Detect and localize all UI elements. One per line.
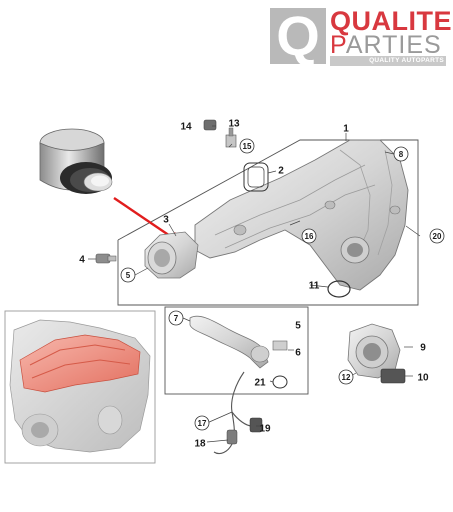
- callout-5: 5: [295, 321, 301, 332]
- callout-12: 12: [338, 369, 354, 385]
- callout-circle: [338, 369, 354, 385]
- egr-pipe-frame: [164, 306, 309, 395]
- callout-label: 17: [198, 419, 207, 428]
- gasket-2: [243, 162, 269, 192]
- logo-tagline: QUALITY AUTOPARTS: [330, 56, 446, 66]
- callout-17: 17: [194, 415, 210, 431]
- callout-label: 8: [399, 150, 404, 159]
- callout-circle: [168, 310, 184, 326]
- logo-word-bottom: PARTIES: [330, 31, 442, 60]
- callout-label: 16: [305, 232, 314, 241]
- sensor-13-14: [203, 119, 237, 148]
- egr-valve-9: [347, 323, 401, 379]
- callout-label: 20: [433, 232, 442, 241]
- callout-label: 14: [180, 122, 192, 133]
- logo-letter: Q: [276, 4, 320, 67]
- callout-6: 6: [295, 348, 301, 359]
- callout-5: 5: [120, 267, 136, 283]
- callout-label: 2: [278, 166, 284, 177]
- callout-label: 15: [243, 142, 252, 151]
- callout-label: 10: [417, 373, 429, 384]
- o-ring-11: [327, 280, 351, 298]
- callout-circle: [429, 228, 445, 244]
- callout-20: 20: [429, 228, 445, 244]
- callout-19: 19: [259, 424, 271, 435]
- callout-18: 18: [194, 439, 206, 450]
- callout-8: 8: [393, 146, 409, 162]
- callout-11: 11: [309, 281, 320, 292]
- callout-14: 14: [180, 122, 192, 133]
- callout-circle: [301, 228, 317, 244]
- callout-label: 7: [174, 314, 179, 323]
- callout-label: 11: [309, 281, 320, 292]
- plug-image: [39, 128, 113, 194]
- logo-word-bottom-rest: ARTIES: [345, 31, 442, 59]
- sensor-10: [380, 368, 406, 384]
- callout-7: 7: [168, 310, 184, 326]
- callout-16: 16: [301, 228, 317, 244]
- engine-inset-frame: [4, 310, 156, 464]
- bolt-4: [95, 253, 117, 264]
- callout-circle: [239, 138, 255, 154]
- callout-label: 1: [343, 124, 349, 135]
- gasket-21: [272, 375, 288, 389]
- callout-label: 4: [79, 255, 85, 266]
- callout-label: 12: [342, 373, 351, 382]
- callout-label: 6: [295, 348, 301, 359]
- callout-2: 2: [278, 166, 284, 177]
- sensor-cable: [213, 371, 263, 455]
- egr-pipe-7: [189, 315, 270, 369]
- callout-label: 19: [259, 424, 271, 435]
- logo-word-bottom-first: P: [330, 31, 346, 59]
- callout-4: 4: [79, 255, 85, 266]
- engine-inset: [9, 319, 151, 453]
- callout-15: 15: [239, 138, 255, 154]
- callout-label: 3: [163, 215, 169, 226]
- clamp-6: [272, 340, 288, 351]
- callout-label: 9: [420, 343, 426, 354]
- callout-13: 13: [228, 119, 240, 130]
- callout-9: 9: [420, 343, 426, 354]
- callout-10: 10: [417, 373, 429, 384]
- callout-3: 3: [163, 215, 169, 226]
- callout-1: 1: [343, 124, 349, 135]
- intake-manifold: [194, 139, 409, 291]
- callout-label: 5: [295, 321, 301, 332]
- callout-label: 13: [228, 119, 240, 130]
- callout-label: 5: [126, 271, 131, 280]
- callout-label: 18: [194, 439, 206, 450]
- logo-word-top: QUALITE: [330, 6, 452, 36]
- throttle-housing: [144, 231, 199, 279]
- logo-q-icon: Q: [270, 4, 326, 67]
- leader-lines: [88, 125, 421, 443]
- callout-circle: [120, 267, 136, 283]
- callout-21: 21: [254, 378, 266, 389]
- callout-label: 21: [254, 378, 266, 389]
- callout-circle: [393, 146, 409, 162]
- assembly-frame: [117, 139, 419, 306]
- callout-circle: [194, 415, 210, 431]
